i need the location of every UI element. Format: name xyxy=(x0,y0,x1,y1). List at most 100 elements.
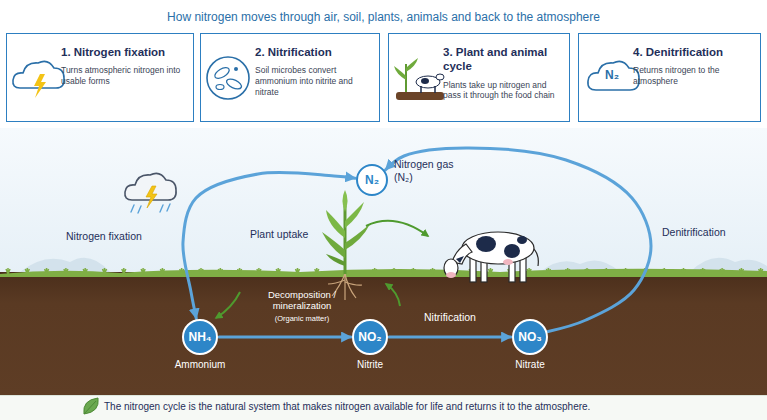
formula-label: N₂ xyxy=(365,173,379,187)
grass-tufts xyxy=(6,268,763,274)
cow xyxy=(476,236,496,252)
grass-tuft xyxy=(489,268,493,274)
grass-tuft xyxy=(25,268,29,274)
cow xyxy=(462,232,534,264)
corn-plant xyxy=(345,224,370,250)
note-label: (Organic matter) xyxy=(246,314,358,323)
cow xyxy=(456,256,464,263)
plant-animal-icon xyxy=(421,78,429,84)
corn-plant xyxy=(322,190,370,300)
grass-tuft xyxy=(238,268,242,274)
grass-tuft xyxy=(160,268,164,274)
grass-tuft xyxy=(624,268,628,274)
corn-plant xyxy=(322,232,345,258)
storm-cloud xyxy=(138,206,141,213)
grass-tuft xyxy=(546,268,550,274)
step-heading: 2. Nitrification xyxy=(255,45,373,59)
microbe-icon xyxy=(213,66,231,81)
step-description: Turns atmospheric nitrogen into usable f… xyxy=(61,65,187,86)
grass-tuft xyxy=(180,268,184,274)
grass-tuft xyxy=(739,268,743,274)
corn-plant xyxy=(328,280,345,284)
formula-label: NH₄ xyxy=(188,330,211,344)
uptake-arrow xyxy=(386,284,400,306)
formula-label: NO₂ xyxy=(358,330,381,344)
grass-strip xyxy=(0,269,767,277)
grass-tuft xyxy=(682,268,686,274)
step-description: Returns nitrogen to the atmosphere xyxy=(633,65,754,86)
process-label: Denitrification xyxy=(662,226,762,239)
corn-plant xyxy=(344,274,345,300)
diagram-title: How nitrogen moves through air, soil, pl… xyxy=(0,10,767,24)
step-description: Soil microbes convert ammonium into nitr… xyxy=(255,65,373,97)
plant-animal-icon xyxy=(406,58,418,72)
microbe-icon xyxy=(207,57,249,99)
footer-bar xyxy=(0,395,767,420)
step-heading: 3. Plant and animal cycle xyxy=(443,45,563,74)
n2-cloud-icon xyxy=(588,61,639,90)
compound-circle: NO₃Nitrate xyxy=(512,319,548,355)
grass-tuft xyxy=(373,268,377,274)
compound-circle: NH₄Ammonium xyxy=(182,319,218,355)
corn-plant xyxy=(326,210,345,238)
storm-cloud xyxy=(167,204,170,211)
cycle-arrow xyxy=(386,148,651,331)
food-chain-arrow xyxy=(366,221,428,236)
corn-plant xyxy=(345,274,356,298)
grass-tuft xyxy=(6,268,10,274)
grass-tuft xyxy=(431,268,435,274)
grass-tuft xyxy=(45,268,49,274)
leaf-icon xyxy=(84,398,98,414)
plant-animal-icon xyxy=(396,92,444,100)
grass-tuft xyxy=(64,268,68,274)
plant-animal-icon xyxy=(434,86,436,93)
corn-plant xyxy=(326,254,345,266)
compound-circle: NO₂Nitrite xyxy=(352,319,388,355)
grass-tuft xyxy=(257,268,261,274)
step-heading: 4. Denitrification xyxy=(633,45,754,59)
plant-animal-icon xyxy=(420,86,422,93)
cycle-arrow xyxy=(219,336,351,339)
grass-tuft xyxy=(604,268,608,274)
storm-cloud xyxy=(160,205,163,212)
cow xyxy=(444,259,458,277)
storm-cloud xyxy=(131,204,170,213)
grass-tuft xyxy=(411,268,415,274)
grass-tuft xyxy=(276,268,280,274)
decomposition-arrow xyxy=(216,292,240,318)
compound-name: Nitrite xyxy=(325,359,415,371)
step-heading: 1. Nitrogen fixation xyxy=(61,45,187,59)
grass-tuft xyxy=(662,268,666,274)
grass-tuft xyxy=(527,268,531,274)
grass-tuft xyxy=(103,268,107,274)
step-description: Plants take up nitrogen and pass it thro… xyxy=(443,80,563,101)
step-box: 2. NitrificationSoil microbes convert am… xyxy=(200,33,380,122)
caption: The nitrogen cycle is the natural system… xyxy=(104,401,759,413)
plant-animal-icon xyxy=(394,58,444,100)
step-box: 1. Nitrogen fixationTurns atmospheric ni… xyxy=(6,33,194,122)
grass-tuft xyxy=(392,268,396,274)
grass-tuft xyxy=(141,268,145,274)
cow xyxy=(517,236,527,244)
formula-label: NO₃ xyxy=(518,330,542,344)
grass-tuft xyxy=(585,268,589,274)
cow xyxy=(446,272,456,278)
microbe-icon xyxy=(234,67,238,71)
cycle-arrow xyxy=(389,336,511,339)
cow xyxy=(503,259,513,265)
microbe-icon xyxy=(207,57,249,99)
fixation-icon xyxy=(34,74,46,98)
corn-plant xyxy=(345,202,364,228)
grass-tuft xyxy=(720,268,724,274)
footer-rule xyxy=(0,395,767,396)
microbe-icon xyxy=(216,85,224,90)
process-label: Decomposition / mineralization xyxy=(246,289,358,312)
compound-circle: N₂Nitrogen gas (N₂) xyxy=(356,164,388,196)
n2-cloud-icon xyxy=(588,61,639,90)
grass-tuft xyxy=(296,268,300,274)
process-label: Plant uptake xyxy=(250,228,322,241)
grass-tuft xyxy=(122,268,126,274)
compound-name: Nitrate xyxy=(485,359,575,371)
